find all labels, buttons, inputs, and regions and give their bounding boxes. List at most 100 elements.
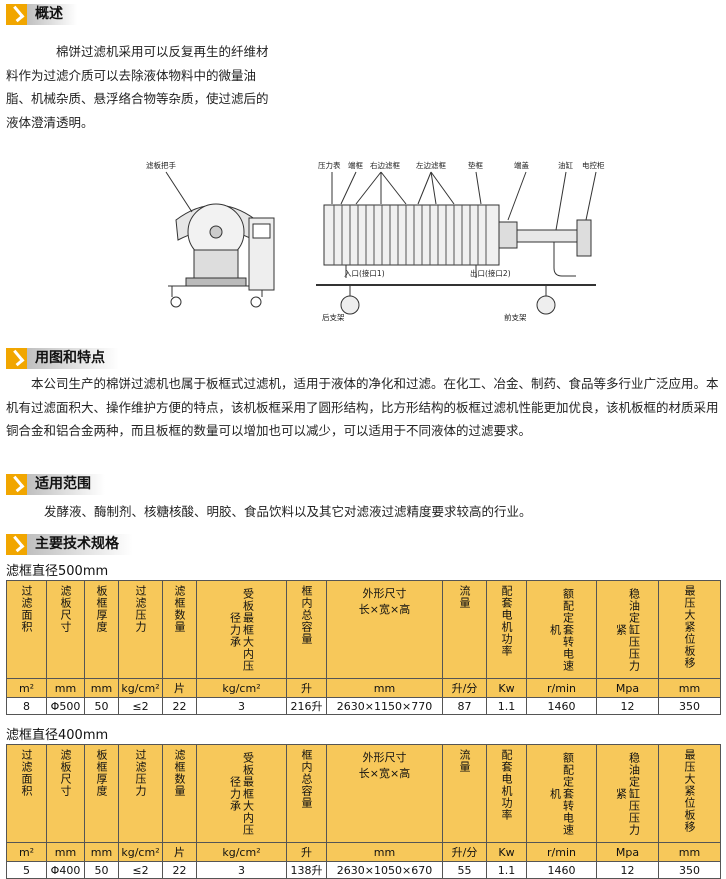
header-cell: 外形尺寸 长×宽×高 (326, 744, 443, 843)
header-cell: 额配定套转电速机 (548, 588, 575, 672)
value-cell: 2630×1050×670 (326, 861, 443, 879)
unit-cell: m² (6, 678, 47, 698)
unit-cell: mm (658, 678, 721, 698)
header-cell: 额配定套转电速机 (548, 752, 575, 836)
value-cell: 55 (442, 861, 487, 879)
header-cell: 滤板尺寸 (59, 585, 72, 633)
front-view-illustration (316, 171, 597, 315)
header-cell: 受板最框大内压径力承 (228, 752, 255, 836)
spec-table-500: 过滤面积 滤板尺寸 板框厚度 过滤压力 滤框数量 受板最框大内压径力承 框内总容… (6, 580, 721, 715)
unit-cell: 升 (286, 678, 327, 698)
unit-cell: kg/cm² (118, 678, 163, 698)
unit-cell: mm (46, 678, 85, 698)
unit-cell: kg/cm² (118, 842, 163, 862)
label-handle: 滤板把手 (146, 160, 176, 170)
header-cell: 流量 (458, 585, 471, 609)
header-cell: 配套电机功率 (500, 749, 513, 821)
label-end-cover: 端盖 (514, 160, 529, 170)
value-cell: 8 (6, 697, 47, 715)
label-rear-support: 后支架 (322, 312, 345, 322)
table-caption: 滤框直径400mm (6, 728, 109, 743)
label-left-frame: 左边滤框 (416, 160, 446, 170)
header-cell: 过滤面积 (20, 749, 33, 797)
value-cell: 50 (84, 861, 119, 879)
unit-cell: Mpa (596, 678, 659, 698)
value-cell: 5 (6, 861, 47, 879)
value-cell: 3 (196, 697, 287, 715)
header-cell: 框内总容量 (300, 749, 313, 809)
table-header-row: 过滤面积 滤板尺寸 板框厚度 过滤压力 滤框数量 受板最框大内压径力承 框内总容… (6, 744, 721, 843)
unit-cell: 升 (286, 842, 327, 862)
section-header-overview: 概述 (6, 4, 77, 25)
unit-cell: r/min (526, 678, 597, 698)
label-right-frame: 右边滤框 (370, 160, 400, 170)
label-gasket-frame: 垫框 (468, 160, 483, 170)
unit-cell: mm (658, 842, 721, 862)
header-cell: 稳油定缸压压力紧 (614, 588, 641, 672)
table-row: 5 Φ400 50 ≤2 22 3 138升 2630×1050×670 55 … (6, 861, 721, 879)
value-cell: Φ500 (46, 697, 85, 715)
unit-cell: mm (326, 842, 443, 862)
header-cell: 滤框数量 (173, 585, 186, 633)
table-unit-row: m² mm mm kg/cm² 片 kg/cm² 升 mm 升/分 Kw r/m… (6, 678, 721, 698)
checkmark-icon (6, 4, 27, 25)
header-cell: 过滤面积 (20, 585, 33, 633)
header-cell: 板框厚度 (95, 749, 108, 797)
value-cell: 50 (84, 697, 119, 715)
header-cell: 外形尺寸 长×宽×高 (326, 580, 443, 679)
unit-cell: 升/分 (442, 678, 487, 698)
header-cell: 稳油定缸压压力紧 (614, 752, 641, 836)
unit-cell: mm (84, 842, 119, 862)
checkmark-icon (6, 348, 27, 369)
header-cell: 过滤压力 (134, 585, 147, 633)
value-cell: 1.1 (486, 697, 527, 715)
table-header-row: 过滤面积 滤板尺寸 板框厚度 过滤压力 滤框数量 受板最框大内压径力承 框内总容… (6, 580, 721, 679)
value-cell: 350 (658, 861, 721, 879)
header-cell: 受板最框大内压径力承 (228, 588, 255, 672)
value-cell: 2630×1150×770 (326, 697, 443, 715)
unit-cell: 升/分 (442, 842, 487, 862)
label-gauge: 压力表 (318, 160, 341, 170)
table-caption: 滤框直径500mm (6, 564, 109, 579)
unit-cell: r/min (526, 842, 597, 862)
unit-cell: Kw (486, 842, 527, 862)
section-title: 概述 (27, 4, 77, 25)
value-cell: 12 (596, 861, 659, 879)
value-cell: 216升 (286, 697, 327, 715)
scope-text: 发酵液、酶制剂、核糖核酸、明胶、食品饮料以及其它对滤液过滤精度要求较高的行业。 (44, 504, 532, 519)
spec-table-400: 过滤面积 滤板尺寸 板框厚度 过滤压力 滤框数量 受板最框大内压径力承 框内总容… (6, 744, 721, 879)
value-cell: Φ400 (46, 861, 85, 879)
unit-cell: mm (326, 678, 443, 698)
unit-cell: Mpa (596, 842, 659, 862)
header-cell: 框内总容量 (300, 585, 313, 645)
label-inlet: 入口(接口1) (344, 268, 385, 278)
section-title: 适用范围 (27, 474, 105, 495)
section-header-scope: 适用范围 (6, 474, 105, 495)
value-cell: 1460 (526, 861, 597, 879)
value-cell: 1.1 (486, 861, 527, 879)
header-cell: 配套电机功率 (500, 585, 513, 657)
unit-cell: mm (46, 842, 85, 862)
table-row: 8 Φ500 50 ≤2 22 3 216升 2630×1150×770 87 … (6, 697, 721, 715)
section-title: 用图和特点 (27, 348, 119, 369)
unit-cell: m² (6, 842, 47, 862)
header-cell: 流量 (458, 749, 471, 773)
header-cell: 板框厚度 (95, 585, 108, 633)
filter-machine-diagram: 滤板把手 压力表 端框 右边滤框 左边滤框 垫框 端盖 油缸 电控柜 入口(接口… (146, 160, 605, 322)
label-end-frame: 端框 (348, 160, 363, 170)
unit-cell: kg/cm² (196, 678, 287, 698)
header-cell: 过滤压力 (134, 749, 147, 797)
header-cell: 最压大紧位板移 (683, 585, 696, 669)
value-cell: 12 (596, 697, 659, 715)
unit-cell: 片 (162, 842, 197, 862)
value-cell: ≤2 (118, 697, 163, 715)
header-cell: 最压大紧位板移 (683, 749, 696, 833)
checkmark-icon (6, 474, 27, 495)
unit-cell: mm (84, 678, 119, 698)
section-header-features: 用图和特点 (6, 348, 119, 369)
label-cylinder: 油缸 (558, 160, 573, 170)
checkmark-icon (6, 534, 27, 555)
side-view-illustration (165, 171, 275, 308)
unit-cell: Kw (486, 678, 527, 698)
value-cell: 22 (162, 861, 197, 879)
